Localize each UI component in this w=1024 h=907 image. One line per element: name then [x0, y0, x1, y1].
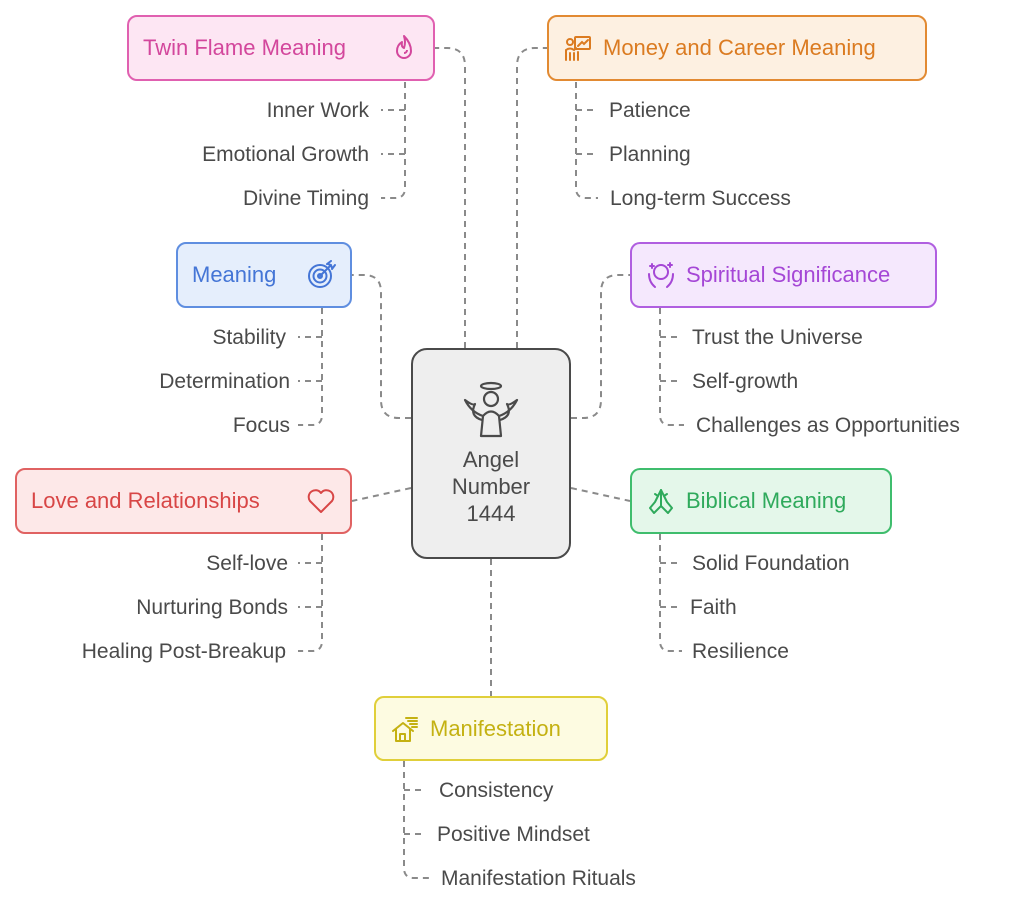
topic-title: Money and Career Meaning	[603, 35, 876, 60]
leaf-connector-biblical	[659, 534, 682, 652]
leaf-connector-manifestation	[403, 761, 430, 879]
target-icon	[306, 260, 336, 290]
leaf-nurturing-bonds: Nurturing Bonds	[136, 596, 288, 619]
leaf-self-love: Self-love	[206, 552, 288, 575]
leaf-planning: Planning	[609, 143, 691, 166]
leaf-resilience: Resilience	[692, 640, 789, 663]
central-topic-label: Angel Number 1444	[452, 446, 530, 527]
connector-meaning	[352, 274, 411, 419]
connector-spiritual	[571, 274, 630, 419]
topic-title: Meaning	[192, 262, 277, 287]
topic-money-career: Money and Career Meaning	[547, 15, 927, 81]
angel-icon	[461, 380, 521, 440]
topic-twin-flame: Twin Flame Meaning	[127, 15, 435, 81]
connector-twin-flame	[435, 47, 466, 348]
leaf-faith: Faith	[690, 596, 737, 619]
topic-title: Love and Relationships	[31, 488, 260, 513]
connector-love	[351, 487, 412, 502]
topic-title: Twin Flame Meaning	[143, 35, 346, 60]
leaf-determination: Determination	[159, 370, 290, 393]
house-rays-icon	[390, 714, 420, 744]
central-topic: Angel Number 1444	[411, 348, 571, 559]
topic-spiritual: Spiritual Significance	[630, 242, 937, 308]
leaf-solid-foundation: Solid Foundation	[692, 552, 850, 575]
leaf-connector-money-career	[575, 82, 598, 199]
central-line-2: Number	[451, 474, 531, 499]
topic-title: Manifestation	[430, 715, 561, 741]
crystal-ball-hands-icon	[646, 260, 676, 290]
topic-meaning: Meaning	[176, 242, 352, 308]
leaf-connector-love	[298, 534, 323, 652]
leaf-stability: Stability	[212, 326, 286, 349]
leaf-positive-mindset: Positive Mindset	[437, 823, 590, 846]
leaf-divine-timing: Divine Timing	[242, 187, 369, 210]
central-line-1: Angel	[462, 447, 520, 472]
leaf-focus: Focus	[232, 414, 290, 437]
leaf-connector-twin-flame	[381, 82, 406, 199]
leaf-emotional-growth: Emotional Growth	[202, 143, 369, 166]
connector-money-career	[516, 47, 547, 348]
heart-icon	[306, 486, 336, 516]
leaf-patience: Patience	[609, 99, 691, 122]
topic-title: Biblical Meaning	[686, 488, 847, 513]
topic-love: Love and Relationships	[15, 468, 352, 534]
praying-hands-icon	[646, 486, 676, 516]
leaf-trust-the-universe: Trust the Universe	[692, 326, 863, 349]
central-line-3: 1444	[466, 501, 516, 526]
leaf-challenges-as-opportunities: Challenges as Opportunities	[696, 414, 960, 437]
topic-biblical: Biblical Meaning	[630, 468, 892, 534]
presentation-icon	[563, 33, 593, 63]
leaf-connector-meaning	[298, 308, 323, 426]
flame-icon	[389, 33, 419, 63]
leaf-healing-post-breakup: Healing Post-Breakup	[81, 640, 286, 663]
leaf-consistency: Consistency	[439, 779, 554, 802]
topic-manifestation: Manifestation	[374, 696, 608, 761]
leaf-manifestation-rituals: Manifestation Rituals	[441, 867, 636, 890]
leaf-inner-work: Inner Work	[266, 99, 369, 122]
leaf-connector-spiritual	[659, 308, 684, 426]
topic-title: Spiritual Significance	[686, 262, 891, 287]
leaf-self-growth: Self-growth	[692, 370, 799, 393]
leaf-long-term-success: Long-term Success	[610, 187, 791, 210]
connector-biblical	[570, 487, 631, 502]
